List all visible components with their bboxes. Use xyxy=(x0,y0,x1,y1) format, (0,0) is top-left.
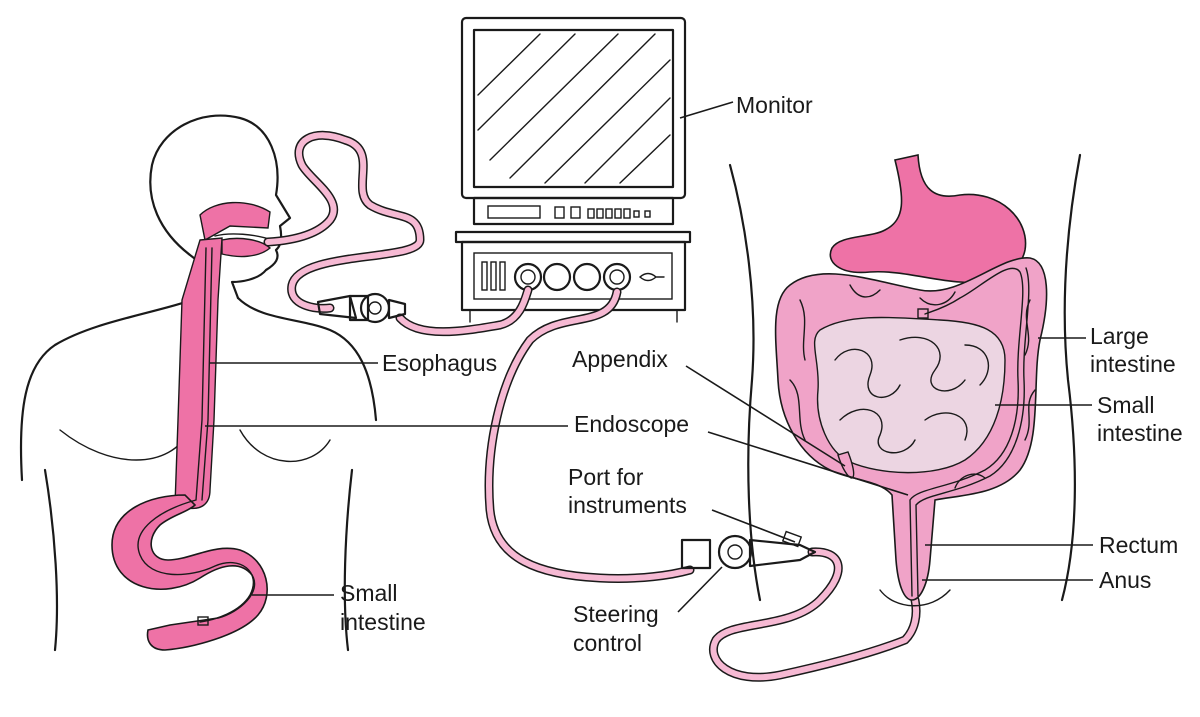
label-appendix: Appendix xyxy=(572,346,668,372)
monitor-case xyxy=(460,16,687,200)
head-outline xyxy=(149,114,292,300)
processor-unit xyxy=(460,240,687,312)
monitor-buttons xyxy=(554,206,651,219)
lower-scope-cable xyxy=(484,287,921,682)
monitor-slot xyxy=(487,205,541,219)
label-steering-1: Steering xyxy=(573,601,659,627)
monitor-base xyxy=(472,196,675,226)
monitor-unit xyxy=(454,16,692,323)
label-large-intestine-1: Large xyxy=(1090,323,1149,349)
right-arm-line xyxy=(343,468,354,652)
label-small-intestine-right-1: Small xyxy=(1097,392,1155,418)
leader-lines xyxy=(205,101,1093,613)
small-intestine-organ xyxy=(813,316,1006,474)
processor-top xyxy=(454,230,692,244)
stomach-organ-left xyxy=(111,494,268,651)
screen-glare xyxy=(477,33,671,184)
mouth-cavity xyxy=(221,237,272,258)
lower-scope-handle xyxy=(680,530,817,570)
torso-left-outline xyxy=(728,163,762,602)
stomach-organ-right xyxy=(829,154,1027,284)
shoulders-outline xyxy=(19,290,378,482)
processor-knobs xyxy=(513,262,632,292)
label-endoscope: Endoscope xyxy=(574,411,689,437)
scope-tip-right xyxy=(917,308,929,319)
label-esophagus: Esophagus xyxy=(382,350,497,376)
label-rectum: Rectum xyxy=(1099,532,1178,558)
label-small-intestine-left-1: Small xyxy=(340,580,398,606)
upper-scope-cable xyxy=(263,130,533,337)
label-small-intestine-right-2: intestine xyxy=(1097,420,1183,446)
processor-panel xyxy=(473,252,673,300)
label-monitor: Monitor xyxy=(736,92,813,118)
upper-scope-handle xyxy=(316,292,407,324)
left-arm-line xyxy=(43,468,59,652)
label-anus: Anus xyxy=(1099,567,1151,593)
label-steering-2: control xyxy=(573,630,642,656)
processor-vents xyxy=(481,261,506,291)
lower-body-figure xyxy=(728,153,1082,607)
scope-tip-left xyxy=(197,616,209,626)
small-intestine-coils xyxy=(834,336,990,454)
label-port-2: instruments xyxy=(568,492,687,518)
monitor-screen xyxy=(472,28,675,189)
nasal-cavity xyxy=(199,201,271,242)
torso-right-outline xyxy=(1060,153,1082,602)
scope-in-esophagus xyxy=(137,247,255,623)
light-source-icon xyxy=(638,272,665,282)
scope-in-colon xyxy=(909,267,1024,597)
label-small-intestine-left-2: intestine xyxy=(340,609,426,635)
label-port-1: Port for xyxy=(568,464,644,490)
upper-body-figure xyxy=(19,114,378,652)
label-large-intestine-2: intestine xyxy=(1090,351,1176,377)
hip-curves xyxy=(879,589,951,607)
